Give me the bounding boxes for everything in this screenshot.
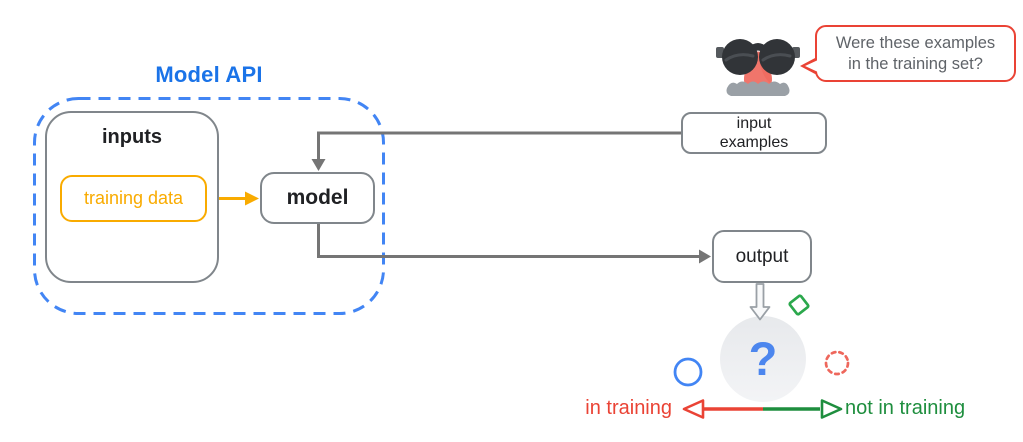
question-mark: ? (748, 332, 778, 385)
arrowhead-not-in-training (820, 399, 843, 419)
attacker-question-text: Were these examples in the training set? (835, 33, 996, 73)
not-in-training-label: not in training (845, 397, 966, 419)
model-box: model (260, 172, 375, 224)
model-api-boundary (33, 97, 385, 315)
arrow-input-examples-to-model (317, 131, 681, 163)
blue-circle-mark (673, 357, 703, 387)
arrowhead-in-training (682, 399, 705, 419)
output-label: output (735, 245, 789, 267)
disguise-face-icon (716, 39, 800, 96)
output-box: output (712, 230, 812, 283)
model-label: model (286, 186, 349, 209)
question-circle (720, 316, 806, 402)
green-diamond-mark (788, 294, 810, 316)
training-data-label: training data (83, 188, 184, 208)
hollow-arrow-output-to-question (749, 283, 771, 321)
inputs-label: inputs (102, 126, 162, 148)
input-examples-label: input examples (719, 114, 789, 151)
attacker-speech-bubble: Were these examples in the training set? (800, 25, 1016, 82)
training-data-box: training data (60, 175, 207, 222)
mustache-shape (726, 81, 790, 96)
decision-axis-arrow (682, 399, 843, 419)
arrowhead-training-data (245, 191, 259, 206)
arrowhead-into-model (311, 159, 326, 171)
red-burst-mark (824, 350, 850, 376)
arrow-model-to-output (317, 224, 701, 258)
model-api-title: Model API (155, 62, 263, 87)
input-examples-box: input examples (681, 112, 827, 154)
in-training-label: in training (585, 397, 672, 419)
arrowhead-into-output (699, 249, 711, 264)
